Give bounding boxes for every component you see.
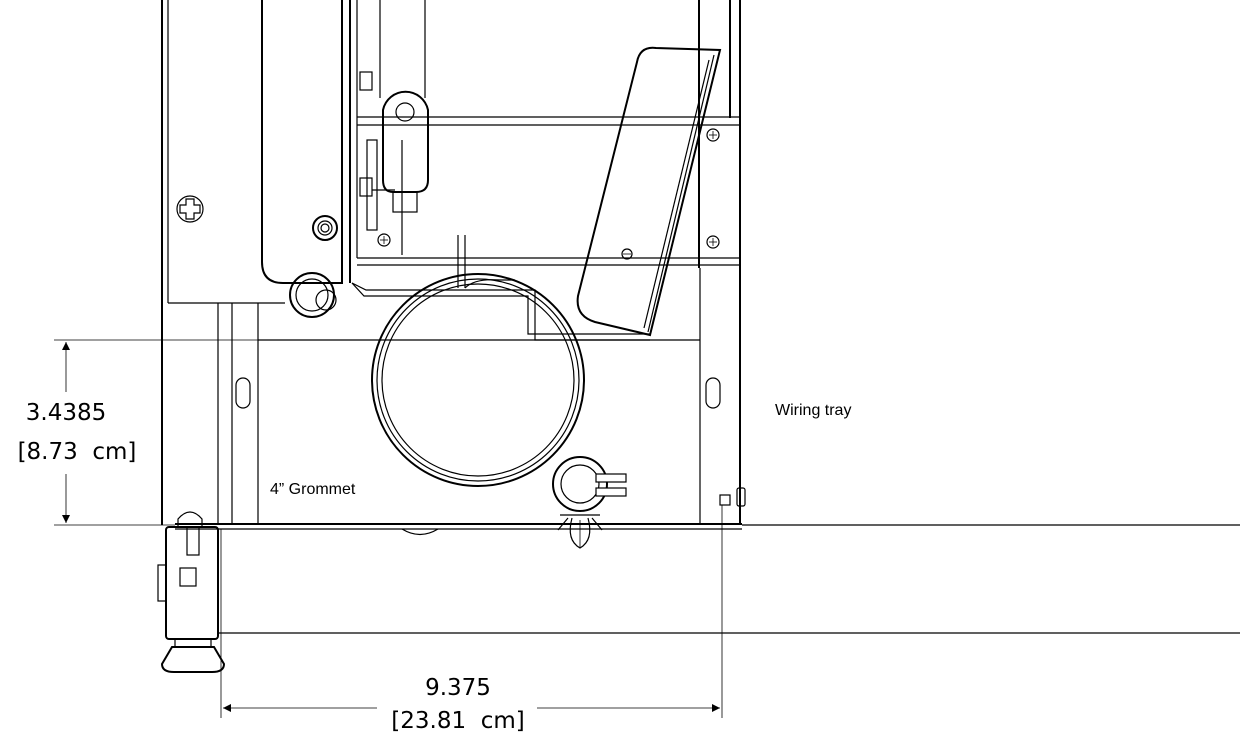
width-dimension <box>220 505 723 718</box>
latch-lever <box>359 90 429 255</box>
wiring-tray-box <box>175 268 746 536</box>
phillips-screw-icon <box>176 195 204 223</box>
rail-screw-icons <box>377 128 720 249</box>
width-dimension-value: 9.375 <box>425 675 491 701</box>
height-dimension <box>54 339 530 526</box>
leveling-foot <box>157 511 226 673</box>
deflector-plate <box>576 46 722 337</box>
reference-lines <box>218 524 1240 634</box>
cabinet-frame <box>161 0 285 525</box>
height-dimension-metric: [8.73 cm] <box>18 439 137 465</box>
mounting-rails <box>357 0 741 525</box>
motor-housing <box>261 0 426 318</box>
height-dimension-value: 3.4385 <box>26 400 106 426</box>
grommet-label: 4” Grommet <box>270 481 356 498</box>
grommet-ring <box>371 273 585 487</box>
width-dimension-metric: [23.81 cm] <box>391 708 524 734</box>
wiring-tray-label: Wiring tray <box>775 402 851 419</box>
cable-clamp <box>552 456 627 549</box>
